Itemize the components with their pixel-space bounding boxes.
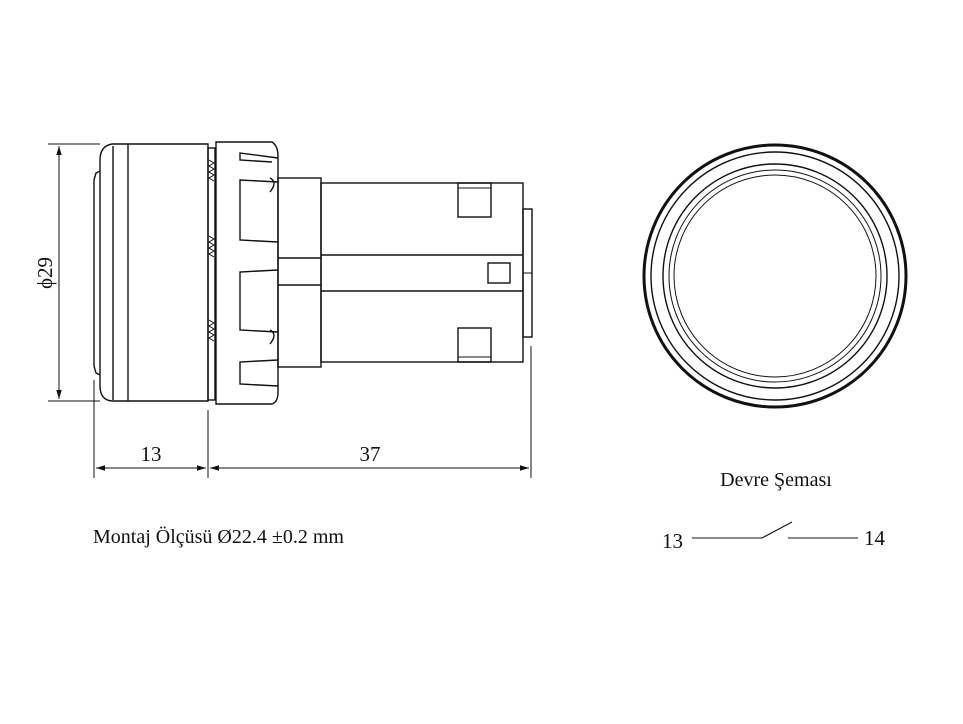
front-view (642, 143, 908, 409)
bezel-ring (215, 141, 279, 405)
terminal-left-label: 13 (662, 529, 683, 553)
diameter-label: ϕ29 (33, 257, 57, 289)
side-view (48, 141, 533, 478)
dim-body-label: 37 (360, 442, 381, 466)
dim-front-label: 13 (141, 442, 162, 466)
button-cap (99, 143, 209, 402)
switch-symbol (692, 521, 858, 539)
terminal-right-label: 14 (864, 526, 886, 550)
circuit-title: Devre Şeması (720, 469, 832, 491)
mounting-note: Montaj Ölçüsü Ø22.4 ±0.2 mm (93, 525, 344, 548)
contact-block (320, 182, 524, 363)
